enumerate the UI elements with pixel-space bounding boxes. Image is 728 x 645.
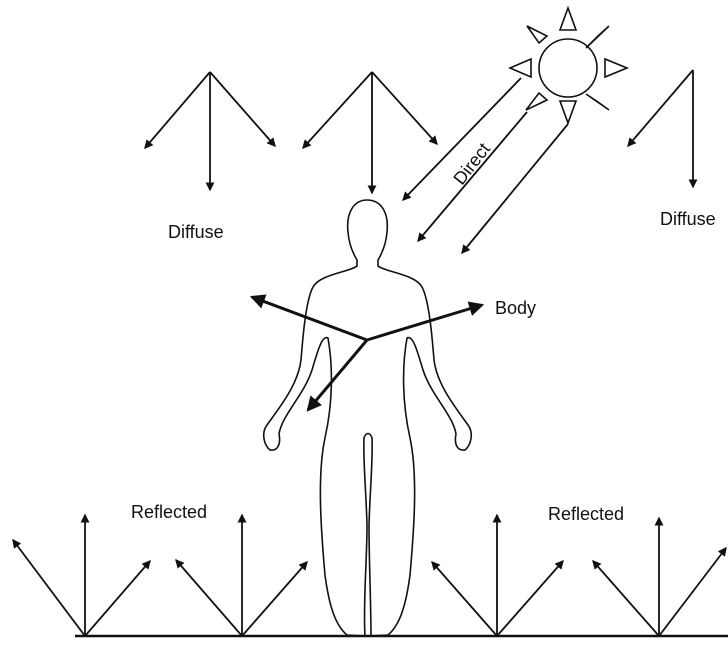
diffuse-arrow [303,72,372,148]
reflected-arrow [85,561,150,636]
label-diffuse-right: Diffuse [660,209,716,229]
sun-icon [510,8,627,123]
label-diffuse-left: Diffuse [168,222,224,242]
reflected-arrow [242,562,307,636]
reflected-arrow [659,548,726,636]
direct-arrows [403,78,568,253]
diffuse-arrow [145,72,210,148]
reflected-arrow [13,540,85,636]
reflected-arrow [176,560,242,636]
label-reflected-right: Reflected [548,504,624,524]
diffuse-arrow [372,72,437,144]
label-direct: Direct [449,139,494,188]
diffuse-arrows-left [145,72,275,190]
reflected-arrow [593,561,659,636]
diffuse-arrow [628,70,693,146]
reflected-arrow [432,562,497,636]
diffuse-arrow [210,72,275,146]
reflected-arrow [497,561,563,636]
diffuse-arrows-center [303,72,437,193]
label-body: Body [495,298,536,318]
diffuse-arrows-right [628,70,693,187]
label-reflected-left: Reflected [131,502,207,522]
